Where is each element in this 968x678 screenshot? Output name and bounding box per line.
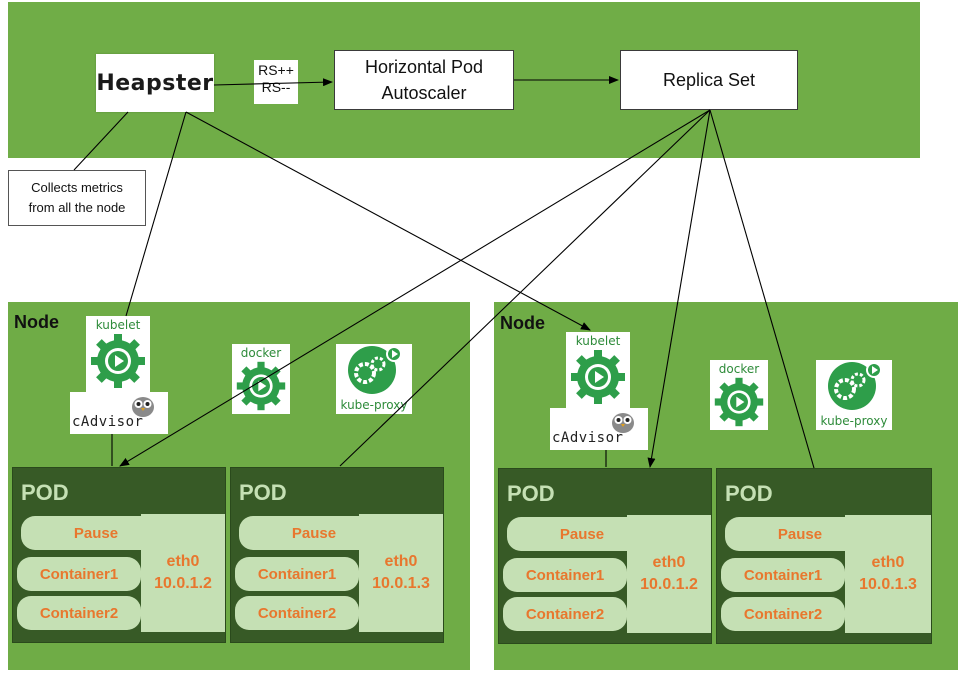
rs-scale-label: RS++ RS-- xyxy=(254,60,298,104)
rs-increase-label: RS++ xyxy=(258,62,294,78)
ip-label: 10.0.1.3 xyxy=(372,575,430,592)
node-1-title: Node xyxy=(14,312,59,332)
container1[interactable]: Container1 xyxy=(503,558,627,592)
pod-node1-b[interactable]: POD Pause Container1 Container2 eth0 10.… xyxy=(230,467,444,643)
cadvisor-label: cAdvisor xyxy=(72,414,144,430)
kube-proxy-tile[interactable]: kube-proxy xyxy=(336,344,412,414)
rs-decrease-label: RS-- xyxy=(261,79,291,95)
kubelet-gear-icon xyxy=(91,334,145,388)
eth0-box: eth0 10.0.1.3 xyxy=(359,514,443,632)
container1[interactable]: Container1 xyxy=(17,557,141,591)
kubelet-label: kubelet xyxy=(575,334,621,348)
replica-set-box[interactable]: Replica Set xyxy=(620,50,798,110)
pod-node2-b[interactable]: POD Pause Container1 Container2 eth0 10.… xyxy=(716,468,932,644)
docker-label: docker xyxy=(718,362,760,376)
docker-tile[interactable]: docker xyxy=(710,360,768,430)
docker-tile[interactable]: docker xyxy=(232,344,290,414)
pod-title: POD xyxy=(725,481,773,506)
eth-label: eth0 xyxy=(384,553,418,570)
kubelet-tile[interactable]: kubelet xyxy=(566,332,630,408)
eth0-box: eth0 10.0.1.2 xyxy=(141,514,225,632)
note-line2: from all the node xyxy=(28,200,126,215)
container2[interactable]: Container2 xyxy=(235,596,359,630)
kube-proxy-gears-icon xyxy=(828,362,882,410)
ip-label: 10.0.1.2 xyxy=(640,576,698,593)
cadvisor-tile[interactable]: cAdvisor xyxy=(70,392,168,434)
heapster-box[interactable]: Heapster xyxy=(96,54,214,112)
cadvisor-label: cAdvisor xyxy=(552,430,624,446)
kube-proxy-label: kube-proxy xyxy=(340,398,408,412)
eth0-box: eth0 10.0.1.3 xyxy=(845,515,931,633)
node-2-title: Node xyxy=(500,313,545,333)
hpa-label-line1: Horizontal Pod xyxy=(364,57,484,77)
ip-label: 10.0.1.3 xyxy=(859,576,917,593)
pod-node2-a[interactable]: POD Pause Container1 Container2 eth0 10.… xyxy=(498,468,712,644)
docker-gear-icon xyxy=(236,361,286,411)
cadvisor-tile[interactable]: cAdvisor xyxy=(550,408,648,450)
container2[interactable]: Container2 xyxy=(721,597,845,631)
docker-label: docker xyxy=(240,346,282,360)
note-box: Collects metrics from all the node xyxy=(8,170,146,226)
kubelet-tile[interactable]: kubelet xyxy=(86,316,150,392)
pod-title: POD xyxy=(507,481,555,506)
heapster-label: Heapster xyxy=(96,70,214,96)
pod-title: POD xyxy=(21,480,69,505)
ip-label: 10.0.1.2 xyxy=(154,575,212,592)
eth0-box: eth0 10.0.1.2 xyxy=(627,515,711,633)
container1[interactable]: Container1 xyxy=(235,557,359,591)
kube-proxy-tile[interactable]: kube-proxy xyxy=(816,360,892,430)
kube-proxy-label: kube-proxy xyxy=(820,414,888,428)
eth-label: eth0 xyxy=(652,554,686,571)
hpa-label-line2: Autoscaler xyxy=(381,83,467,103)
kubelet-label: kubelet xyxy=(95,318,141,332)
eth-label: eth0 xyxy=(166,553,200,570)
eth-label: eth0 xyxy=(871,554,905,571)
container1[interactable]: Container1 xyxy=(721,558,845,592)
container2[interactable]: Container2 xyxy=(503,597,627,631)
docker-gear-icon xyxy=(714,377,764,427)
pod-node1-a[interactable]: POD Pause Container1 Container2 eth0 10.… xyxy=(12,467,226,643)
kube-proxy-gears-icon xyxy=(348,346,402,394)
pod-title: POD xyxy=(239,480,287,505)
replica-set-label: Replica Set xyxy=(662,70,756,90)
kubelet-gear-icon xyxy=(571,350,625,404)
note-line1: Collects metrics xyxy=(31,180,123,195)
hpa-box[interactable]: Horizontal Pod Autoscaler xyxy=(334,50,514,110)
container2[interactable]: Container2 xyxy=(17,596,141,630)
